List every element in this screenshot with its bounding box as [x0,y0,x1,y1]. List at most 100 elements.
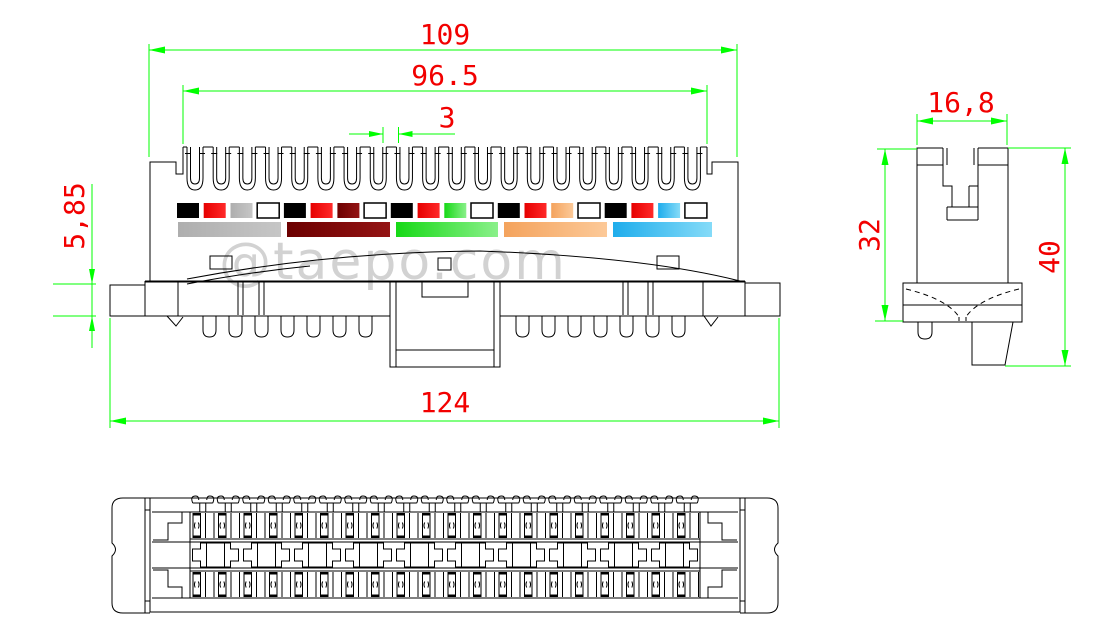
dim-32: 32 [853,148,917,322]
bottom-pin [548,495,572,512]
contact-cell-tick [244,513,252,516]
contact-cell-tick [371,594,379,597]
pair-color-bar-green [396,222,498,237]
side-body-outline [916,147,1009,283]
bottom-pin [191,495,215,512]
contact-cell-tick [652,535,660,538]
front-body-left-edge [149,147,184,282]
dim-40: 40 [1005,147,1071,367]
bottom-pin [242,495,266,512]
contact-cell-tick [626,535,634,538]
side-bottom-pin [917,322,933,340]
contact-cell-tick [193,572,201,575]
dim-3: 3 [349,101,455,143]
contact-cell-tick [397,535,405,538]
contact-cell [192,572,215,597]
contact-cell-tick [193,513,201,516]
contact-cell-tick [346,535,354,538]
wire-color-chip-blue [658,203,681,218]
comb-teeth [183,146,707,191]
contact-cell-tick [601,535,609,538]
contact-cell [320,513,342,538]
front-right-tab [745,282,781,317]
contact-cell-tick [448,513,456,516]
pair-cross [447,542,494,568]
contact-cell-tick [371,535,379,538]
contact-cell [371,513,393,538]
front-center-notch [421,281,469,298]
contact-cell [218,513,240,538]
contact-cell-tick [626,594,634,597]
contact-cell-tick [473,594,481,597]
front-view-outline [109,147,781,368]
contact-cell-tick [575,513,583,516]
dim-32-text: 32 [853,218,886,252]
dim-16-8-text: 16,8 [927,86,994,119]
contact-leg [619,316,634,338]
front-center-block [389,281,501,368]
bottom-pin [522,495,546,512]
contact-cell [345,572,368,597]
pair-color-bar-maroon [287,222,390,237]
contact-cell-tick [269,535,277,538]
contact-cell-tick [601,594,609,597]
dim-96-5-arrow-left [183,87,199,95]
dim-124-lines [109,318,780,428]
contact-cell-tick [244,535,252,538]
contact-cell-tick [397,513,405,516]
contact-cell-tick [652,594,660,597]
dim-109-lines [148,44,738,157]
pair-cross [294,542,341,568]
contact-cell [473,572,495,597]
side-base-block [902,282,1023,306]
contact-cell-tick [320,594,328,597]
contact-cell-tick [601,572,609,575]
contact-cell-tick [499,572,507,575]
contact-cell [677,572,699,597]
side-view [902,147,1023,366]
watermark-text: @taepo.com [219,232,567,292]
contact-cell-tick [524,513,532,516]
contact-cell-tick [244,594,252,597]
contact-cell [192,513,215,538]
contact-cell-tick [371,572,379,575]
contact-cell-tick [677,513,685,516]
contact-cell [320,572,342,597]
contact-cell [447,572,470,597]
dim-124: 124 [109,318,780,428]
dim-124-arrow-right [763,417,779,425]
contact-cell-tick [550,535,558,538]
contact-cell-tick [575,535,583,538]
contact-cell [396,513,419,538]
side-funnel-throat [958,317,967,321]
contact-cell-tick [295,513,303,516]
contact-cell-tick [295,572,303,575]
wire-color-chips-row [177,202,708,219]
wire-color-chip-red [417,203,440,218]
bottom-pin [216,495,240,512]
bottom-pin [573,495,597,512]
pair-color-bar-blue [613,222,712,237]
pair-color-bar-orange [504,222,607,237]
bottom-pin [650,495,674,512]
bottom-view-outline [111,497,779,614]
contact-leg [515,316,530,338]
contact-cell [345,513,368,538]
contact-cell-tick [397,594,405,597]
contact-cell-tick [422,513,430,516]
contact-cell-tick [448,572,456,575]
wire-color-chip-black [497,203,520,218]
contact-cell-tick [422,594,430,597]
dim-3-arrow-right [398,131,413,137]
dim-16-8-arrow-left [917,117,933,125]
contact-cell-tick [295,594,303,597]
wire-color-chip-orange [551,203,574,218]
front-label-arm [186,250,741,282]
wire-color-chip-white [256,202,280,219]
dimensions: 109 96.5 3 5,85 124 [53,18,1071,428]
bottom-panel-verticals [189,512,701,598]
bottom-pin [369,495,393,512]
bottom-pin [318,495,342,512]
contact-cell-tick [473,513,481,516]
bottom-end-steps [153,511,737,599]
